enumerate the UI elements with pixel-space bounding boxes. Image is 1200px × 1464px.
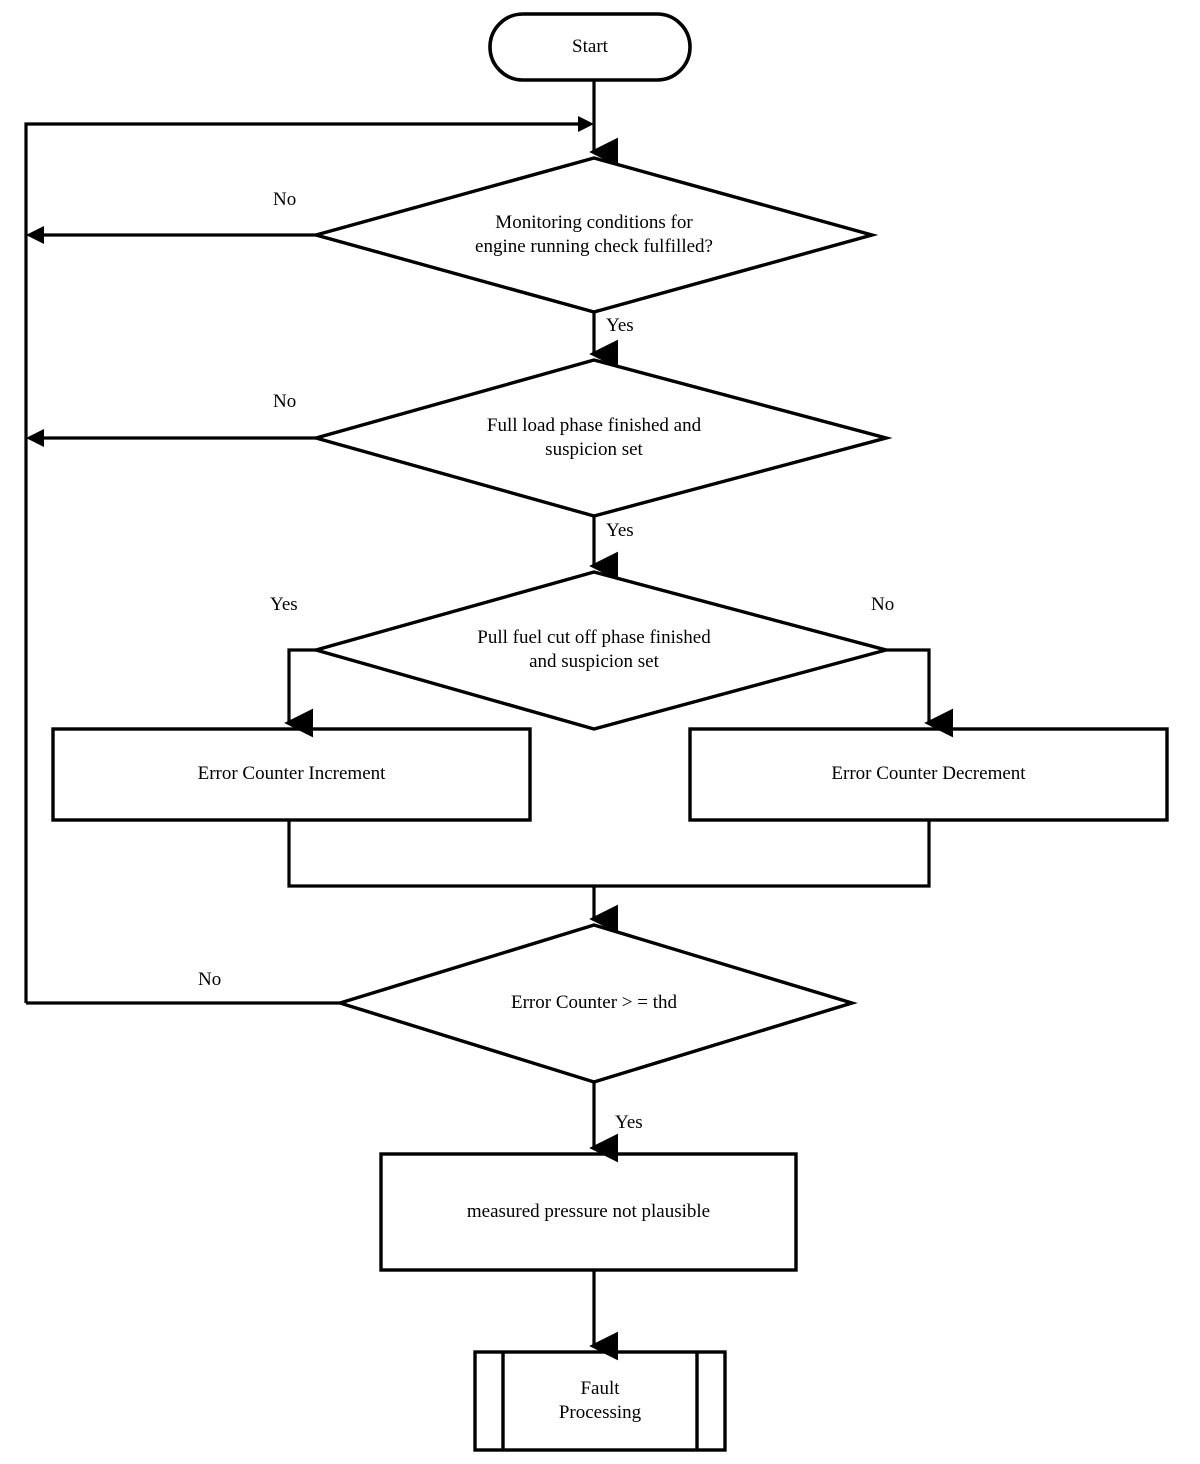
edge-monitoring-no-arrowhead bbox=[26, 226, 44, 244]
edge-increment-to-merge bbox=[287, 820, 594, 888]
edge-label-fuel-cut-off-yes: Yes bbox=[270, 594, 298, 615]
decision-fuel-cut-off-shape[interactable] bbox=[309, 570, 893, 731]
decision-counter-threshold-shape[interactable] bbox=[334, 923, 858, 1084]
edge-fuel-cut-off-yes bbox=[284, 648, 316, 738]
edge-label-threshold-yes: Yes bbox=[615, 1112, 643, 1133]
edge-decrement-to-merge bbox=[594, 820, 931, 888]
predefined-fault-processing-shape[interactable] bbox=[473, 1350, 727, 1452]
process-pressure-not-plausible-shape[interactable] bbox=[379, 1152, 798, 1272]
edge-label-monitoring-yes: Yes bbox=[606, 315, 634, 336]
edge-fuel-cut-off-no bbox=[886, 648, 953, 738]
edge-label-full-load-no: No bbox=[273, 391, 297, 412]
decision-monitoring-shape[interactable] bbox=[309, 156, 879, 314]
process-counter-decrement-shape[interactable] bbox=[688, 727, 1169, 822]
edge-full-load-no-arrowhead bbox=[26, 429, 44, 447]
edge-label-monitoring-no: No bbox=[273, 189, 297, 210]
edge-feedback-spine-arrowhead bbox=[578, 116, 594, 132]
edge-label-full-load-yes: Yes bbox=[606, 520, 634, 541]
process-counter-increment-shape[interactable] bbox=[51, 727, 532, 822]
edge-feedback-spine bbox=[24, 122, 586, 1003]
decision-full-load-shape[interactable] bbox=[309, 358, 893, 518]
start-terminator-shape[interactable] bbox=[488, 12, 692, 82]
edge-label-threshold-no: No bbox=[198, 969, 222, 990]
edge-label-fuel-cut-off-no: No bbox=[871, 594, 895, 615]
